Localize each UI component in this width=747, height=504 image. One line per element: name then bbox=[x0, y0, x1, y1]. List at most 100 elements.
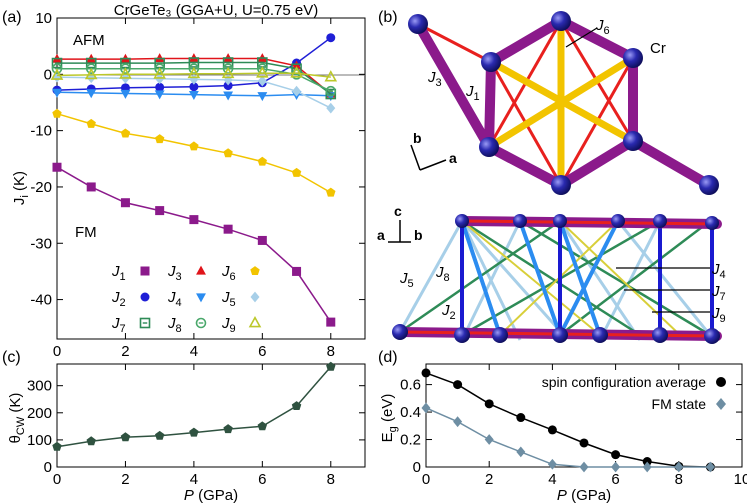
axis-a-top: a bbox=[449, 150, 457, 166]
x-tick-label: 4 bbox=[548, 471, 556, 488]
eg-point-0 bbox=[484, 399, 494, 409]
y-tick-label: -30 bbox=[30, 235, 52, 252]
eg-point-0 bbox=[421, 368, 431, 378]
eg-point-0 bbox=[547, 425, 557, 435]
panel-label-b: (b) bbox=[378, 9, 398, 26]
theta-point bbox=[86, 436, 96, 446]
side-j5-bonds bbox=[398, 220, 712, 341]
point-j5 bbox=[292, 85, 302, 97]
point-j1 bbox=[292, 266, 302, 276]
point-j9 bbox=[256, 66, 269, 78]
cr-atom bbox=[408, 14, 428, 34]
point-j6 bbox=[291, 167, 302, 177]
label-cr: Cr bbox=[650, 40, 666, 57]
y-tick-label: -40 bbox=[30, 292, 52, 309]
point-j2 bbox=[155, 82, 165, 92]
legend-marker-j8 bbox=[195, 317, 207, 329]
panel-c-series bbox=[52, 361, 336, 451]
eg-point-1 bbox=[705, 461, 715, 473]
point-j2 bbox=[326, 33, 336, 43]
annotation-afm: AFM bbox=[73, 32, 105, 49]
series-line-j6 bbox=[56, 112, 332, 194]
theta-point bbox=[155, 430, 165, 440]
point-j7 bbox=[325, 88, 337, 100]
cr-atom bbox=[699, 175, 719, 195]
eg-line-0 bbox=[425, 372, 711, 468]
cr-atom bbox=[553, 214, 567, 228]
side-j4-bonds bbox=[460, 220, 620, 336]
eg-point-1 bbox=[674, 461, 684, 473]
cr-atom bbox=[653, 214, 667, 228]
point-j9 bbox=[84, 67, 98, 80]
y-tick-label: 10 bbox=[35, 10, 52, 27]
point-j6 bbox=[326, 187, 336, 197]
eg-point-0 bbox=[579, 438, 589, 448]
point-j8 bbox=[325, 85, 337, 97]
legend-label-j4: J4 bbox=[167, 289, 182, 309]
x-tick-label: 6 bbox=[258, 343, 266, 360]
x-tick-label: 0 bbox=[53, 471, 61, 488]
point-j1 bbox=[257, 235, 267, 245]
legend-marker-j3 bbox=[196, 265, 206, 275]
panel-c-xlabel: P (GPa) bbox=[184, 487, 238, 504]
pointer-top-j6 bbox=[565, 27, 598, 48]
point-j1 bbox=[155, 206, 165, 216]
eg-point-1 bbox=[642, 461, 652, 473]
cr-atom bbox=[454, 327, 470, 343]
legend-marker-j7 bbox=[139, 317, 151, 329]
cr-atom bbox=[551, 175, 571, 195]
eg-point-1 bbox=[453, 416, 463, 428]
point-j1 bbox=[326, 317, 336, 327]
x-tick-label: 2 bbox=[485, 471, 493, 488]
x-tick-label: 4 bbox=[190, 471, 198, 488]
eg-point-0 bbox=[453, 380, 463, 390]
point-j5 bbox=[155, 73, 165, 85]
point-j9 bbox=[324, 70, 338, 82]
top-axes bbox=[410, 144, 447, 171]
legend-marker-j5 bbox=[250, 291, 260, 303]
cr-atom bbox=[455, 214, 469, 228]
cr-atom bbox=[551, 11, 571, 31]
legend-marker-d-0 bbox=[716, 377, 726, 387]
point-j4 bbox=[120, 89, 131, 99]
cr-atom bbox=[704, 328, 720, 344]
point-j6 bbox=[120, 128, 131, 138]
theta-point bbox=[189, 427, 199, 437]
point-j9 bbox=[153, 67, 166, 79]
theta-point bbox=[223, 424, 233, 434]
cr-atom bbox=[492, 327, 508, 343]
point-j8 bbox=[51, 63, 63, 74]
eg-point-1 bbox=[547, 458, 557, 470]
label-top-j3: J3 bbox=[427, 69, 442, 89]
legend-label-j6: J6 bbox=[221, 263, 236, 283]
point-j9 bbox=[290, 66, 303, 78]
panel-label-a: (a) bbox=[2, 9, 22, 26]
cr-atom bbox=[552, 327, 568, 343]
theta-point bbox=[291, 401, 302, 410]
label-side-j2: J2 bbox=[441, 302, 456, 322]
point-j4 bbox=[223, 91, 234, 101]
theta-point bbox=[257, 421, 267, 431]
cr-atom bbox=[592, 327, 608, 343]
legend-marker-d-1 bbox=[716, 398, 726, 410]
panel-label-d: (d) bbox=[378, 349, 398, 366]
axis-c-side: c bbox=[394, 203, 402, 219]
eg-point-0 bbox=[611, 450, 621, 460]
x-tick-label: 0 bbox=[422, 471, 430, 488]
point-j1 bbox=[189, 215, 199, 225]
legend-marker-j9 bbox=[248, 315, 262, 328]
axis-b-top: b bbox=[413, 130, 422, 146]
side-atoms bbox=[392, 214, 720, 344]
eg-point-1 bbox=[484, 434, 494, 445]
top-atoms bbox=[408, 11, 719, 195]
point-j1 bbox=[120, 198, 130, 208]
x-tick-label: 2 bbox=[121, 343, 129, 360]
y-tick-label: 0.4 bbox=[400, 404, 421, 421]
